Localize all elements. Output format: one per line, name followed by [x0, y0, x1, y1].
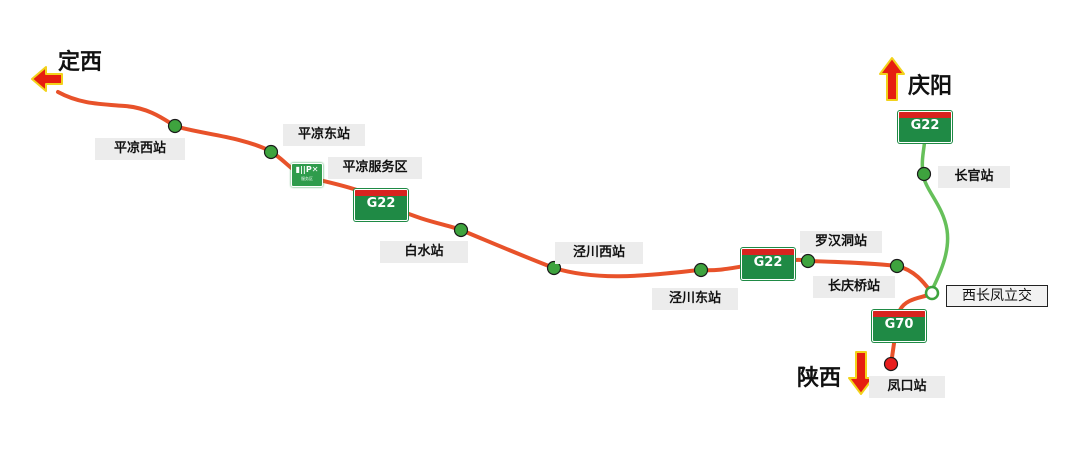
- label-pingliang-service: 平凉服务区: [328, 157, 422, 179]
- g22-shield-icon: G22: [741, 248, 795, 280]
- label-changqingqiao: 长庆桥站: [813, 276, 895, 298]
- g22-branch-line: [920, 136, 950, 294]
- shield-code: G22: [753, 255, 783, 270]
- label-changguan: 长官站: [938, 166, 1010, 188]
- station-dot-luohandong: [800, 253, 816, 269]
- station-dot-changqingqiao: [889, 258, 905, 274]
- station-dot-jingchuan-west: [546, 260, 562, 276]
- label-jingchuan-east: 泾川东站: [652, 288, 738, 310]
- arrow-up-icon: [879, 57, 905, 101]
- main-route-line: [56, 90, 933, 294]
- direction-qingyang: 庆阳: [908, 74, 953, 99]
- station-dot-changguan: [916, 166, 932, 182]
- shield-code: G22: [910, 118, 940, 133]
- station-dot-pingliang-west: [167, 118, 183, 134]
- g22-shield-icon: G22: [354, 189, 408, 221]
- direction-dingxi: 定西: [58, 50, 103, 75]
- interchange-marker: [924, 285, 940, 301]
- station-dot-jingchuan-east: [693, 262, 709, 278]
- label-pingliang-west: 平凉西站: [95, 138, 185, 160]
- arrow-left-icon: [31, 66, 63, 92]
- label-pingliang-east: 平凉东站: [283, 124, 365, 146]
- g70-shield-icon: G70: [872, 310, 926, 342]
- station-dot-baishui: [453, 222, 469, 238]
- label-fengkou: 凤口站: [869, 376, 945, 398]
- label-baishui: 白水站: [380, 241, 468, 263]
- station-dot-fengkou: [883, 356, 899, 372]
- label-jingchuan-west: 泾川西站: [555, 242, 643, 264]
- g22-shield-icon: G22: [898, 111, 952, 143]
- shield-code: G22: [366, 196, 396, 211]
- service-sign-text: 服务区: [301, 176, 313, 181]
- label-interchange: 西长凤立交: [946, 285, 1048, 307]
- label-luohandong: 罗汉洞站: [800, 231, 882, 253]
- service-area-sign-icon: ▮||P✕ 服务区: [291, 163, 323, 187]
- station-dot-pingliang-east: [263, 144, 279, 160]
- shield-code: G70: [884, 317, 914, 332]
- direction-shaanxi: 陕西: [797, 366, 842, 391]
